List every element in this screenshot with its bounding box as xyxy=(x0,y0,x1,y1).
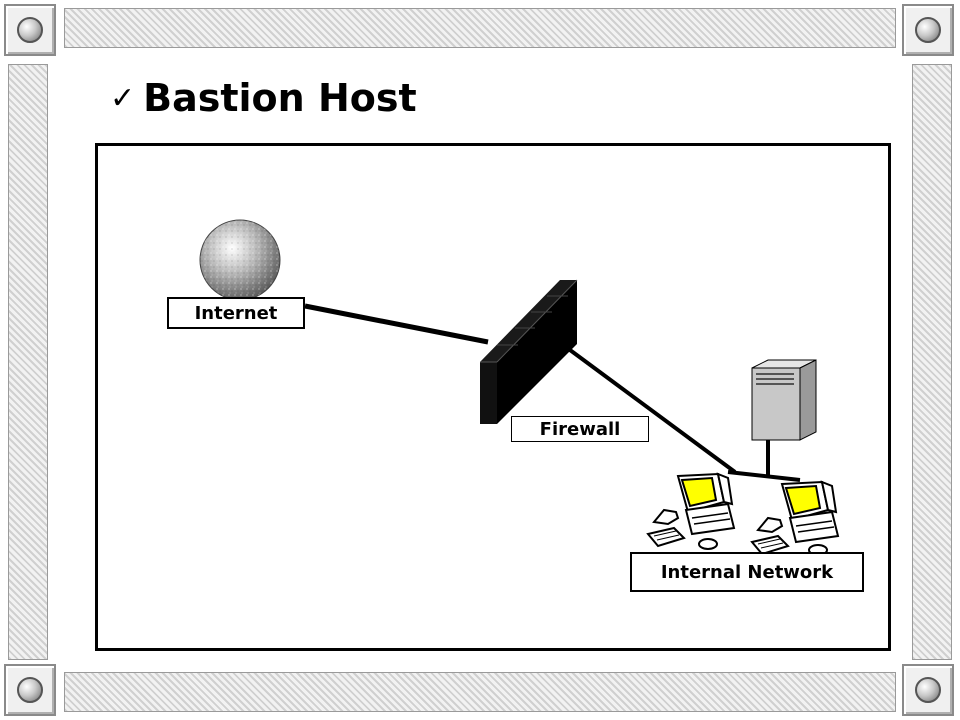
frame-corner-top-left xyxy=(4,4,56,56)
workstation-icon xyxy=(646,472,736,550)
slide-title: ✓ Bastion Host xyxy=(110,76,417,120)
checkmark-icon: ✓ xyxy=(110,80,136,116)
corner-knob-icon xyxy=(17,677,43,703)
frame-left-border xyxy=(8,64,48,660)
globe-icon xyxy=(199,219,281,301)
corner-knob-icon xyxy=(17,17,43,43)
link-internet-firewall xyxy=(304,303,489,345)
link-firewall-network xyxy=(568,348,737,474)
frame-bottom-border xyxy=(64,672,896,712)
connection-lines xyxy=(304,303,801,482)
frame-corner-bottom-left xyxy=(4,664,56,716)
brick-wall-icon xyxy=(480,279,578,424)
workstation-icon xyxy=(750,480,840,556)
frame-right-border xyxy=(912,64,952,660)
frame-corner-top-right xyxy=(902,4,954,56)
server-tower-icon xyxy=(751,359,817,441)
corner-knob-icon xyxy=(915,17,941,43)
slide-title-text: Bastion Host xyxy=(143,76,417,120)
link-network-bus xyxy=(727,470,801,482)
firewall-label: Firewall xyxy=(511,416,649,442)
corner-knob-icon xyxy=(915,677,941,703)
internet-label: Internet xyxy=(167,297,305,329)
internal-network-label: Internal Network xyxy=(630,552,864,592)
frame-corner-bottom-right xyxy=(902,664,954,716)
frame-top-border xyxy=(64,8,896,48)
